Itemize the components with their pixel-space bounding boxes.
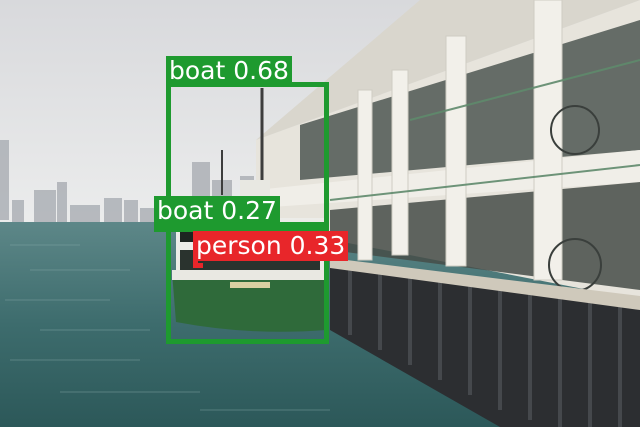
detection-label-boat-1: boat 0.27 (154, 196, 280, 226)
detection-box-person-0 (193, 258, 203, 268)
pier-fenders (330, 265, 640, 427)
detection-label-boat-0: boat 0.68 (166, 56, 292, 86)
pier-deck-edge (330, 258, 640, 310)
pier-posts (348, 270, 622, 427)
pier-building (256, 0, 640, 300)
water-ripples (5, 244, 330, 411)
detection-label-person-0: person 0.33 (193, 231, 349, 261)
